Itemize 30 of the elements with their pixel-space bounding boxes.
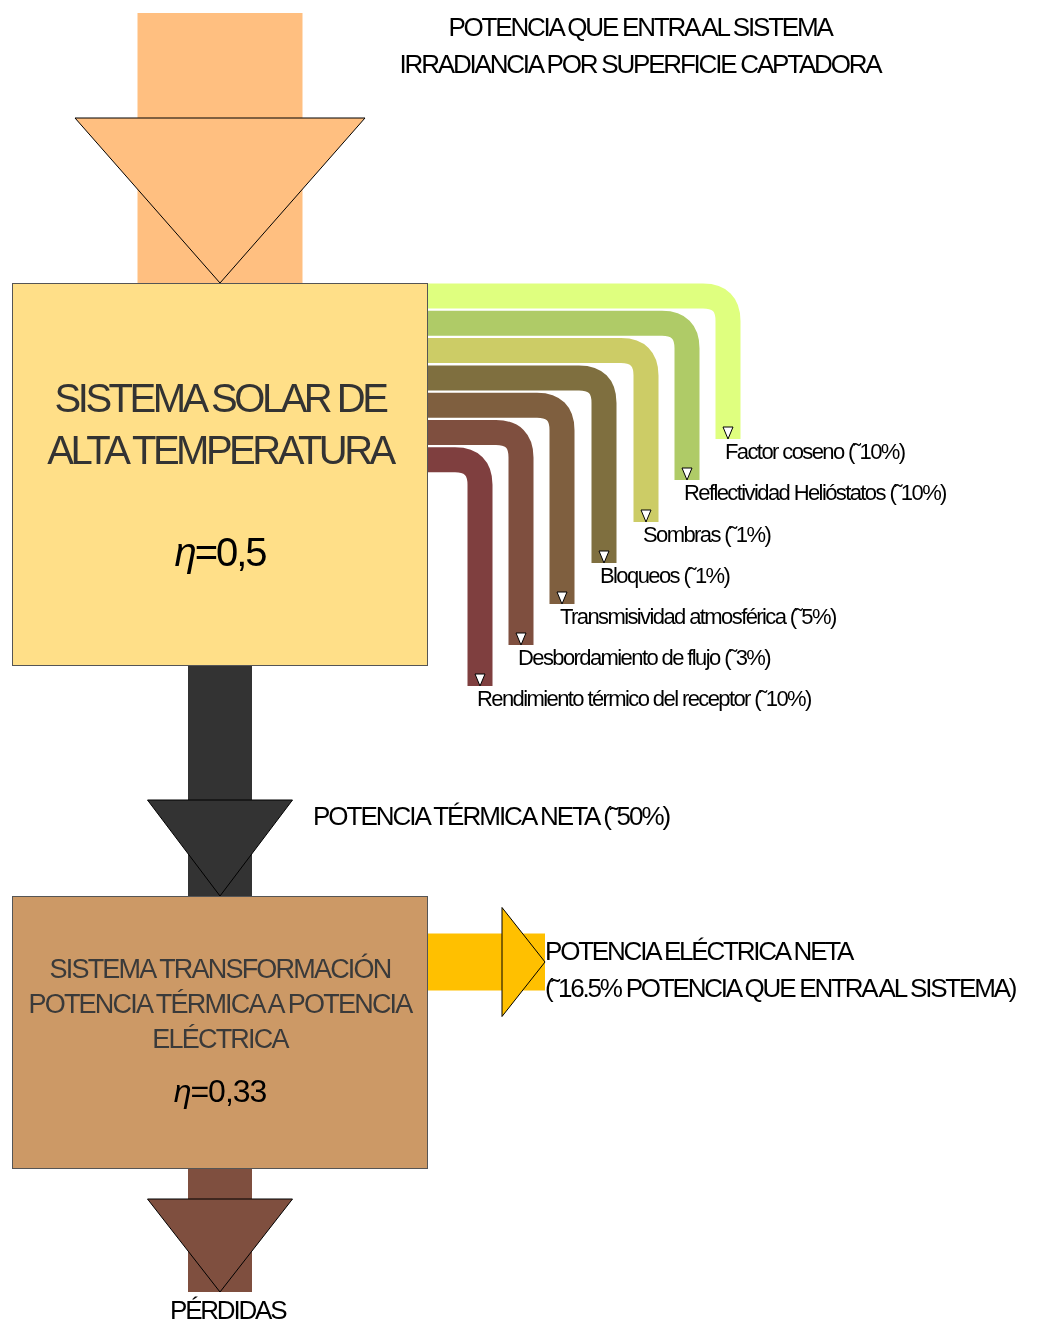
box-title: SISTEMA SOLAR DE ALTA TEMPERATURA	[46, 374, 395, 474]
loss-arrow	[428, 310, 700, 481]
loss-label: Reflectividad Helióstatos (˜10%)	[684, 480, 946, 506]
output-label: (˜16.5% POTENCIA QUE ENTRA AL SISTEMA)	[545, 972, 1016, 1005]
note-text: IRRADIANCIA POR SUPERFICIE CAPTADORA	[399, 49, 881, 79]
loss-arrow	[428, 365, 617, 564]
loss-label: Factor coseno (˜10%)	[725, 439, 905, 465]
loss-arrow	[428, 338, 659, 523]
box-title: SISTEMA TRANSFORMACIÓN POTENCIA TÉRMICA A POTENCIA ELÉCTRICA	[27, 952, 413, 1057]
output-label: POTENCIA ELÉCTRICA NETA	[545, 935, 854, 968]
flow-arrow	[428, 907, 546, 1017]
flow-arrow	[147, 666, 293, 897]
loss-label: Sombras (˜1%)	[643, 522, 771, 548]
flow-arrow	[147, 1169, 293, 1293]
loss-arrow	[428, 392, 575, 605]
loss-arrow	[428, 420, 534, 646]
flow-arrow	[74, 13, 366, 284]
loss-label: Bloqueos (˜1%)	[600, 563, 730, 589]
note-text: POTENCIA QUE ENTRA AL SISTEMA	[448, 12, 832, 42]
loss-label: Rendimiento térmico del receptor (˜10%)	[477, 686, 811, 712]
loss-label: Desbordamiento de flujo (˜3%)	[518, 645, 770, 671]
loss-arrow	[428, 447, 493, 687]
output-label: PÉRDIDAS	[170, 1294, 286, 1327]
system-box	[12, 283, 428, 666]
loss-arrow	[428, 283, 741, 440]
efficiency-formula: η=0,33	[173, 1072, 267, 1112]
efficiency-formula: η=0,5	[174, 528, 266, 576]
system-box	[12, 896, 428, 1169]
loss-label: Transmisividad atmosférica (˜5%)	[560, 604, 836, 630]
flow-label: POTENCIA TÉRMICA NETA (˜50%)	[313, 801, 670, 831]
